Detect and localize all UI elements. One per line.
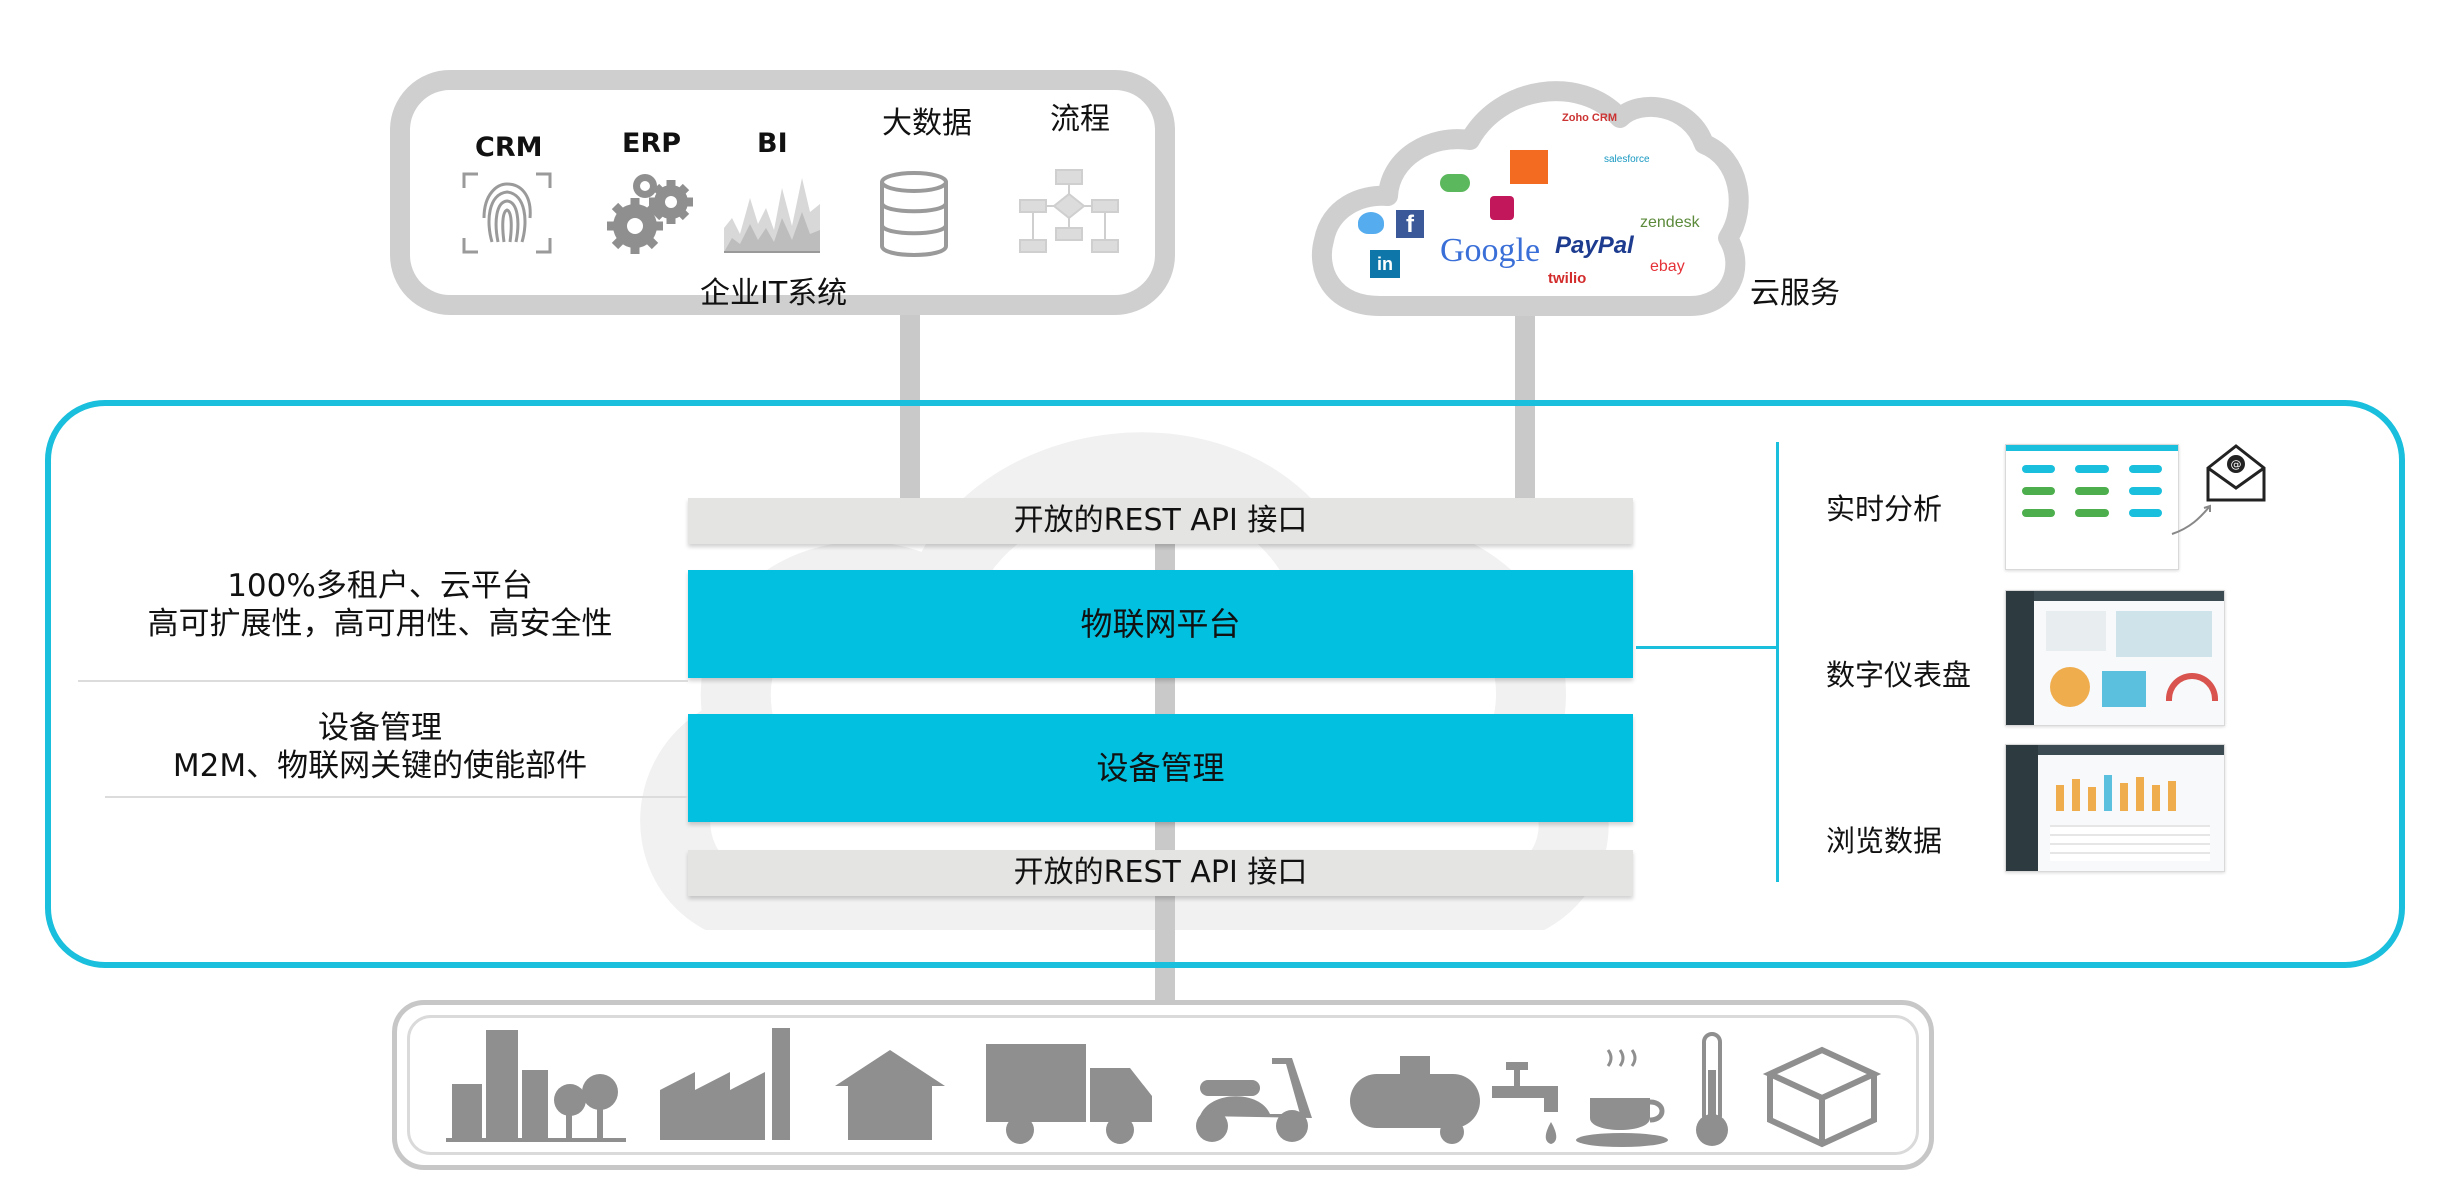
- paypal-logo: PayPal: [1555, 232, 1634, 259]
- platform-frame: [45, 400, 2405, 968]
- flowchart-icon: [1019, 169, 1119, 253]
- box-icon: [1762, 1046, 1882, 1148]
- note-multitenant-line2: 高可扩展性，高可用性、高安全性: [147, 606, 613, 642]
- area-chart-icon: [724, 178, 820, 253]
- note-device-line1: 设备管理: [318, 710, 442, 746]
- fingerprint-icon: [462, 172, 552, 254]
- facebook-icon: f: [1396, 210, 1424, 238]
- note-device-line2: M2M、物联网关键的使能部件: [172, 748, 588, 784]
- coffee-cup-icon: [1576, 1049, 1668, 1147]
- process-label: 流程: [1050, 102, 1110, 137]
- ebay-logo: ebay: [1650, 258, 1685, 275]
- thermometer-icon: [1696, 1032, 1728, 1146]
- realtime-analytics-thumbnail: [2005, 444, 2179, 570]
- twitter-icon: [1358, 212, 1384, 234]
- twilio-logo: twilio: [1548, 270, 1587, 287]
- browse-data-thumbnail: [2005, 744, 2225, 872]
- enterprise-it-title: 企业IT系统: [700, 276, 848, 311]
- tank-icon: [1350, 1056, 1480, 1144]
- note-divider-2: [105, 796, 688, 798]
- linkedin-icon: in: [1370, 250, 1400, 278]
- connector-it-to-api: [900, 315, 920, 500]
- app-tile-icon: [1510, 150, 1548, 184]
- api-bottom-bar: 开放的REST API 接口: [688, 850, 1633, 896]
- app-realtime-analytics-label: 实时分析: [1826, 492, 1943, 526]
- google-logo: Google: [1440, 232, 1541, 269]
- app-dashboard-label: 数字仪表盘: [1826, 658, 1972, 692]
- devices-row: [446, 1028, 1882, 1148]
- iot-platform-bar: 物联网平台: [688, 570, 1633, 678]
- faucet-icon: [1492, 1062, 1558, 1144]
- factory-icon: [660, 1028, 790, 1140]
- database-icon: [880, 171, 948, 257]
- salesforce-logo: salesforce: [1604, 154, 1650, 165]
- enterprise-it-box: [390, 70, 1175, 315]
- app-browse-data-label: 浏览数据: [1826, 824, 1943, 858]
- api-top-bar: 开放的REST API 接口: [688, 498, 1633, 544]
- dashboard-thumbnail: [2005, 590, 2225, 726]
- house-icon: [835, 1050, 945, 1140]
- svg-text:@: @: [2231, 458, 2242, 471]
- zendesk-logo: zendesk: [1640, 214, 1700, 231]
- note-multitenant-line1: 100%多租户、云平台: [227, 568, 533, 604]
- platform-to-apps-line: [1636, 646, 1776, 649]
- big-data-label: 大数据: [882, 106, 972, 141]
- zoho-crm-logo: Zoho CRM: [1562, 112, 1617, 124]
- green-cloud-icon: [1440, 174, 1470, 192]
- erp-label: ERP: [622, 128, 682, 159]
- device-management-bar: 设备管理: [688, 714, 1633, 822]
- note-divider-1: [78, 680, 688, 682]
- bi-label: BI: [757, 128, 788, 159]
- scooter-icon: [1196, 1058, 1312, 1142]
- app-red-icon: [1490, 196, 1514, 220]
- cloud-services-cloud: [1311, 81, 1749, 316]
- devices-box: [392, 1000, 1934, 1170]
- gears-icon: [607, 174, 693, 254]
- buildings-icon: [446, 1030, 626, 1142]
- crm-label: CRM: [475, 132, 543, 163]
- connector-cloud-to-api: [1515, 315, 1535, 500]
- cloud-services-label: 云服务: [1750, 276, 1840, 311]
- email-notification-icon: @: [2171, 444, 2266, 535]
- apps-vertical-line: [1776, 442, 1779, 882]
- truck-icon: [986, 1044, 1152, 1144]
